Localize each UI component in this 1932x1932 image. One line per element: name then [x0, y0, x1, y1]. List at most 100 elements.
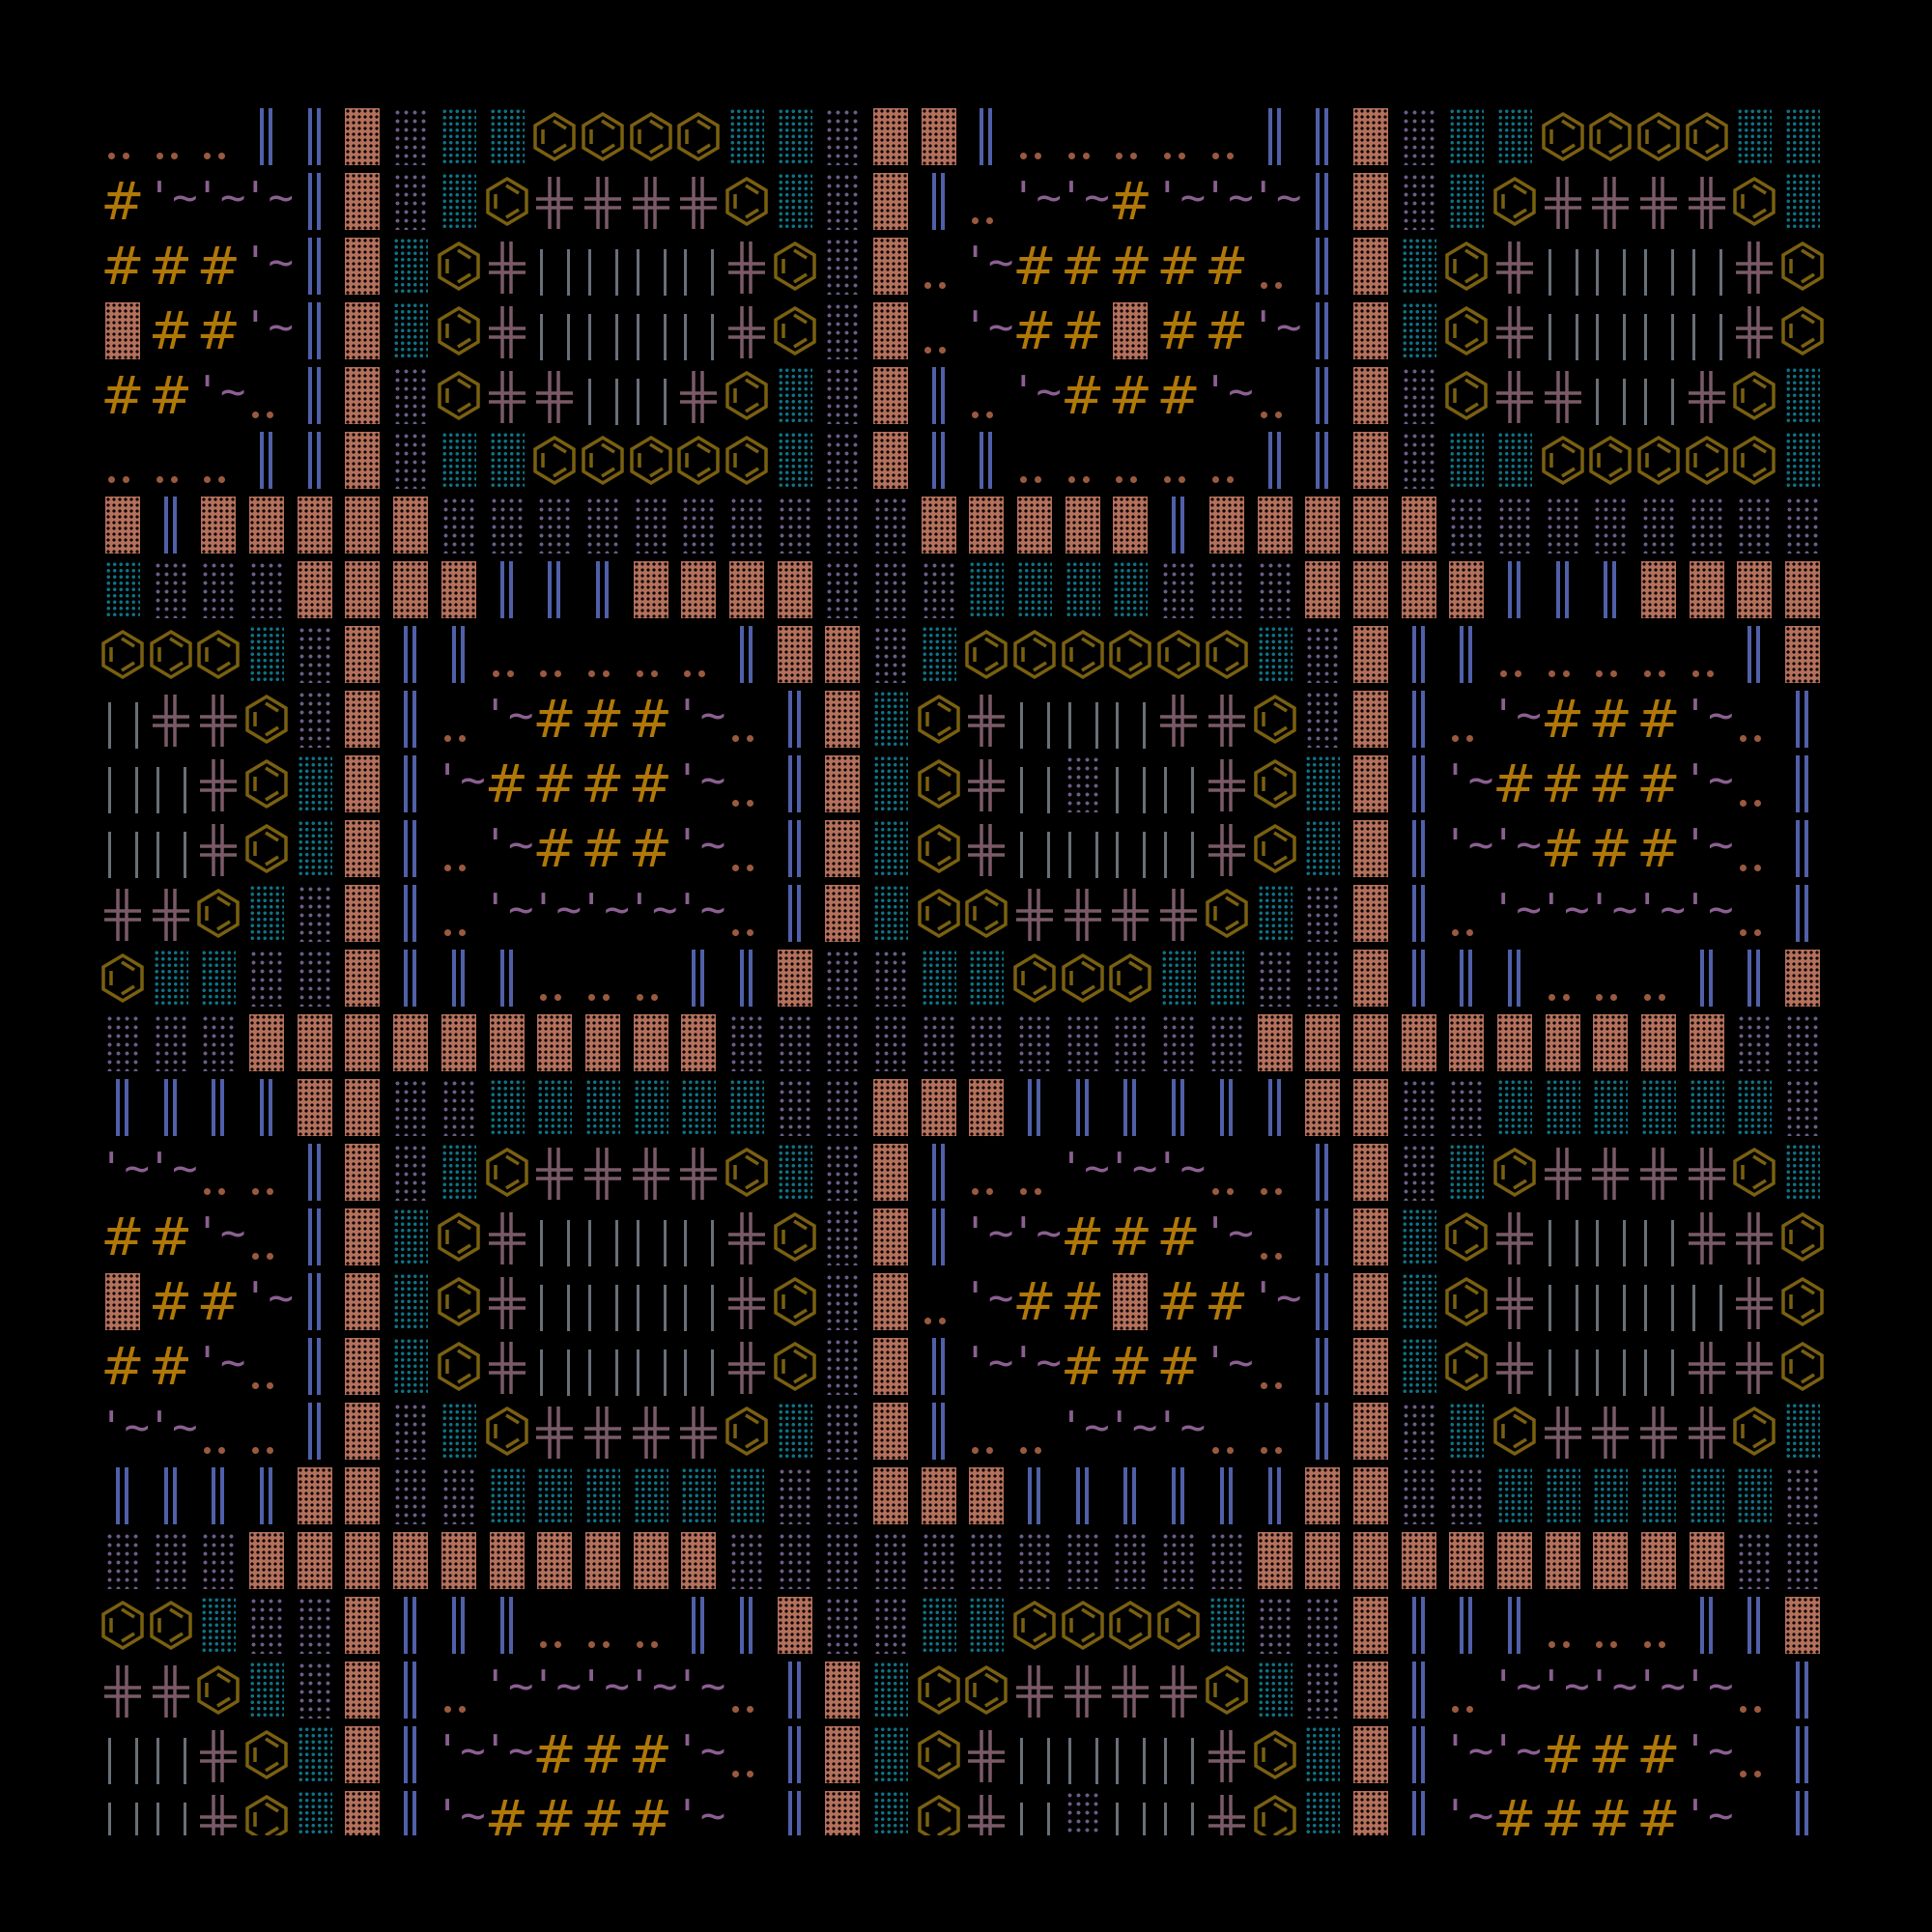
cyan-dots-tile: [1730, 1075, 1778, 1140]
cyan-dots-tile: [1730, 1463, 1778, 1528]
gray-bars-icon: [627, 1334, 675, 1399]
gray-bars-icon: [627, 1269, 675, 1334]
hash-glyph: #: [1108, 1336, 1152, 1397]
hexagon-icon: [771, 1269, 819, 1334]
hexagon-icon: [1203, 1658, 1251, 1722]
dim-dots-tile: [1203, 1528, 1251, 1593]
dot-pair-icon: [242, 1399, 291, 1463]
brick-tile: [1395, 557, 1443, 622]
brick-tile: [867, 169, 915, 234]
cross-icon: [627, 1140, 675, 1205]
hexagon-icon: [435, 234, 483, 298]
gray-bars-icon: [579, 1334, 627, 1399]
cross-icon: [723, 1334, 771, 1399]
hexagon-icon: [771, 1334, 819, 1399]
dot-pair-icon: [1203, 1140, 1251, 1205]
hexagon-icon: [1251, 752, 1299, 816]
cyan-dots-tile: [1442, 104, 1491, 169]
gray-bars-icon: [530, 1269, 579, 1334]
blue-bars-icon: [1778, 1658, 1827, 1722]
dim-dots-tile: [1395, 363, 1443, 428]
dim-dots-tile: [818, 1075, 867, 1140]
dim-dots-tile: [771, 1075, 819, 1140]
hexagon-icon: [915, 1658, 963, 1722]
hexagon-icon: [194, 1658, 242, 1722]
tile-row: [99, 1463, 1835, 1528]
brick-tile: [1298, 1075, 1347, 1140]
wave-glyph: '~: [1442, 1726, 1494, 1776]
hexagon-icon: [1442, 1205, 1491, 1269]
blue-bars-icon: [1298, 428, 1347, 493]
cross-icon: [1491, 1205, 1539, 1269]
cyan-dots-tile: [915, 1593, 963, 1658]
dim-dots-tile: [579, 493, 627, 557]
hash-glyph: #: [196, 300, 241, 361]
hexagon-icon: [147, 622, 195, 687]
wave-glyph: '~: [1058, 1144, 1110, 1193]
cyan-dots-tile: [242, 622, 291, 687]
cross-icon: [147, 687, 195, 752]
dot-pair-icon: [1730, 752, 1778, 816]
hash-glyph: #: [1156, 1336, 1201, 1397]
dim-dots-tile: [1154, 557, 1203, 622]
cyan-dots-tile: [962, 946, 1010, 1010]
hexagon-icon: [435, 1269, 483, 1334]
hash-glyph: #: [1636, 818, 1681, 879]
cyan-dots-tile: [1251, 622, 1299, 687]
cyan-dots-tile: [1491, 104, 1539, 169]
wave-glyph: '~: [1442, 1791, 1494, 1835]
brick-tile: [867, 1334, 915, 1399]
dim-dots-tile: [1395, 1463, 1443, 1528]
gray-bars-icon: [1010, 1787, 1059, 1835]
blue-bars-icon: [1154, 1463, 1203, 1528]
cyan-dots-tile: [867, 687, 915, 752]
cross-icon: [530, 363, 579, 428]
tile-row: '~'~ '~'~'~: [99, 1140, 1835, 1205]
hash-glyph: #: [1060, 1336, 1105, 1397]
brick-tile: [1347, 1658, 1395, 1722]
hexagon-icon: [962, 622, 1010, 687]
hexagon-icon: [483, 1399, 531, 1463]
brick-tile: [1347, 557, 1395, 622]
brick-tile: [1106, 493, 1154, 557]
brick-tile: [1347, 363, 1395, 428]
hexagon-icon: [1586, 104, 1634, 169]
dot-pair-icon: [723, 816, 771, 881]
tile-row: [99, 622, 1835, 687]
dim-dots-tile: [147, 557, 195, 622]
brick-tile: [867, 1140, 915, 1205]
hexagon-icon: [1778, 298, 1827, 363]
cross-icon: [1491, 234, 1539, 298]
brick-tile: [1347, 881, 1395, 946]
dim-dots-tile: [771, 493, 819, 557]
dim-dots-tile: [818, 298, 867, 363]
hash-glyph: #: [581, 753, 625, 814]
hash-glyph: #: [581, 1789, 625, 1835]
brick-tile: [1683, 1528, 1731, 1593]
dot-pair-icon: [1010, 104, 1059, 169]
dot-pair-icon: [1203, 104, 1251, 169]
cross-icon: [962, 816, 1010, 881]
blue-bars-icon: [386, 946, 435, 1010]
gray-bars-icon: [99, 687, 147, 752]
cross-icon: [1730, 1205, 1778, 1269]
cyan-dots-tile: [1010, 557, 1059, 622]
dim-dots-tile: [1778, 1463, 1827, 1528]
gray-bars-icon: [1154, 752, 1203, 816]
blue-bars-icon: [1203, 1075, 1251, 1140]
wave-glyph: '~: [1490, 1726, 1542, 1776]
cross-icon: [723, 234, 771, 298]
blue-bars-icon: [1395, 881, 1443, 946]
cyan-dots-tile: [1251, 1658, 1299, 1722]
hash-glyph: #: [1205, 300, 1249, 361]
dim-dots-tile: [1203, 1010, 1251, 1075]
dim-dots-tile: [147, 1528, 195, 1593]
brick-tile: [579, 1528, 627, 1593]
cyan-dots-tile: [1395, 1269, 1443, 1334]
blue-bars-icon: [147, 493, 195, 557]
dot-pair-icon: [1539, 1593, 1587, 1658]
cross-icon: [674, 1140, 723, 1205]
brick-tile: [386, 1528, 435, 1593]
brick-tile: [1442, 1528, 1491, 1593]
wave-glyph: '~: [194, 1208, 246, 1258]
